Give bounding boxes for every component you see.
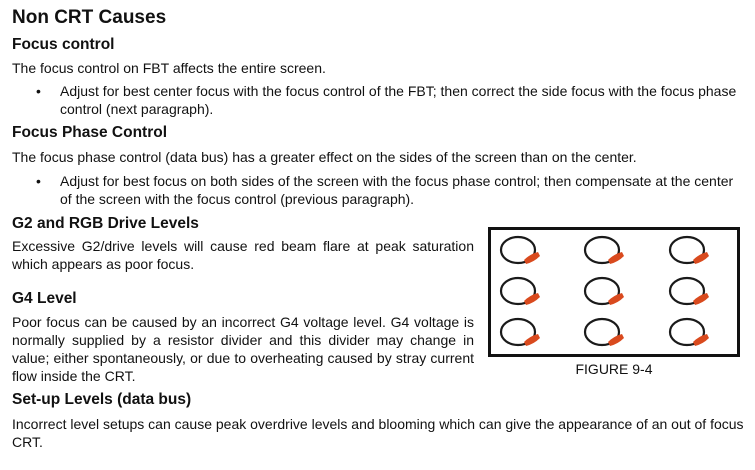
focus-spot-ring (668, 235, 709, 265)
focus-phase-bullet: • Adjust for best focus on both sides of… (12, 172, 743, 208)
heading-setup: Set-up Levels (data bus) (12, 391, 192, 408)
focus-spot-ring (583, 317, 624, 347)
focus-control-bullet-text: Adjust for best center focus with the fo… (60, 83, 737, 117)
focus-spot-ring (499, 235, 540, 265)
bullet-dot: • (36, 83, 41, 99)
page-title: Non CRT Causes (12, 7, 167, 28)
heading-g2: G2 and RGB Drive Levels (12, 215, 199, 232)
focus-spot-ring (668, 276, 709, 306)
g4-text: Poor focus can be caused by an incorrect… (12, 314, 474, 384)
focus-phase-bullet-text: Adjust for best focus on both sides of t… (60, 173, 734, 207)
focus-spot-ring (583, 276, 624, 306)
focus-figure-svg (499, 235, 709, 347)
focus-spot-ring (583, 235, 624, 265)
focus-spot-ring (499, 317, 540, 347)
heading-g4: G4 Level (12, 290, 77, 307)
focus-control-bullet: • Adjust for best center focus with the … (12, 82, 743, 118)
focus-control-text: The focus control on FBT affects the ent… (12, 60, 326, 76)
focus-spot-ring (499, 276, 540, 306)
heading-focus-phase: Focus Phase Control (12, 124, 168, 141)
figure-caption: FIGURE 9-4 (575, 361, 653, 377)
heading-focus-control: Focus control (12, 36, 115, 53)
focus-figure (488, 227, 740, 357)
g2-text: Excessive G2/drive levels will cause red… (12, 238, 474, 272)
setup-text: Incorrect level setups can cause peak ov… (12, 416, 744, 450)
focus-phase-text: The focus phase control (data bus) has a… (12, 149, 637, 165)
bullet-dot: • (36, 173, 41, 189)
focus-spot-ring (668, 317, 709, 347)
